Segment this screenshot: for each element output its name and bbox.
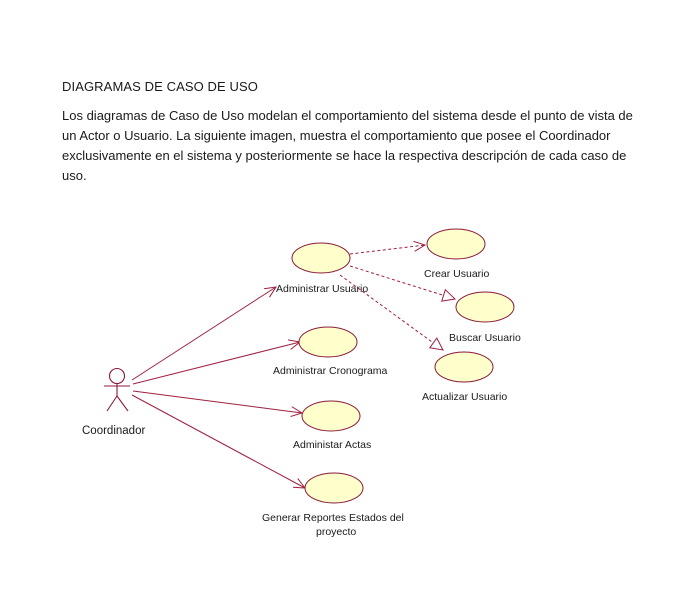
label-generar-reportes-line1: Generar Reportes Estados del: [262, 512, 404, 524]
label-actualizar-usuario: Actualizar Usuario: [422, 391, 507, 403]
association-administrar-cronograma: [132, 342, 300, 385]
ellipse-administrar-cronograma: [298, 326, 358, 358]
ellipse-buscar-usuario: [455, 291, 515, 323]
association-generar-reportes: [131, 394, 305, 488]
label-administrar-actas: Administar Actas: [293, 439, 371, 451]
label-crear-usuario: Crear Usuario: [424, 268, 490, 280]
label-administrar-usuario: Administrar Usuario: [276, 283, 368, 295]
label-generar-reportes-line2: proyecto: [316, 526, 356, 538]
ellipse-administrar-usuario: [291, 242, 351, 274]
dependencies: [339, 245, 455, 350]
associations: [131, 287, 305, 488]
label-administrar-cronograma: Administrar Cronograma: [273, 365, 388, 377]
ellipse-generar-reportes: [304, 472, 364, 504]
association-administrar-usuario: [131, 287, 276, 381]
association-administrar-actas: [132, 390, 302, 413]
actor-coordinador-figure: [104, 367, 130, 412]
ellipse-administrar-actas: [301, 400, 361, 432]
dependency-buscar-usuario: [349, 265, 455, 299]
dependency-actualizar-usuario: [339, 274, 443, 350]
label-buscar-usuario: Buscar Usuario: [449, 332, 521, 344]
section-heading: DIAGRAMAS DE CASO DE USO: [62, 79, 258, 94]
section-paragraph: Los diagramas de Caso de Uso modelan el …: [62, 108, 633, 183]
ellipse-crear-usuario: [426, 228, 486, 260]
use-case-ellipses: [291, 228, 515, 504]
ellipse-actualizar-usuario: [434, 351, 494, 383]
dependency-crear-usuario: [349, 245, 425, 255]
actor-label: Coordinador: [82, 425, 145, 437]
